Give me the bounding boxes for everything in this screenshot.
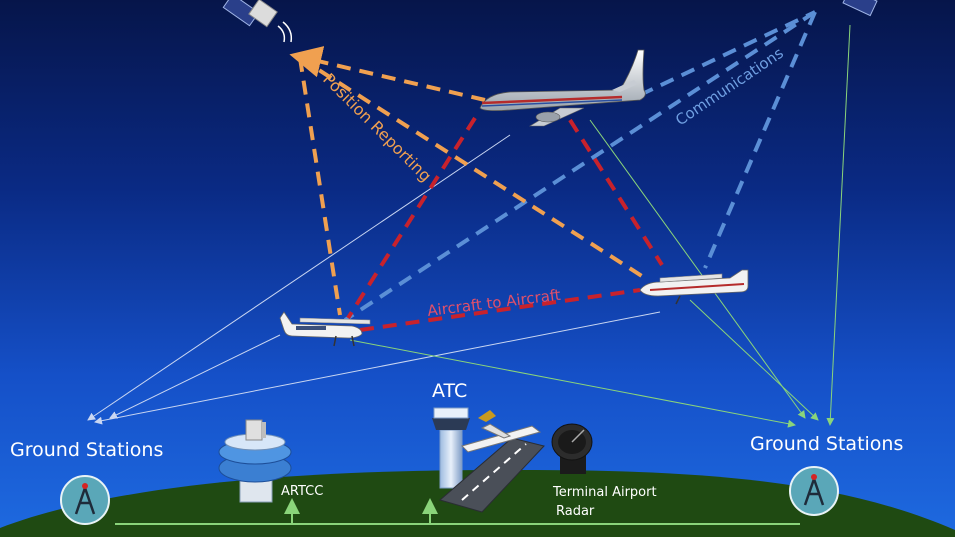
artcc-building-icon [218,419,292,503]
ground-station-links [87,24,851,428]
radar-dish-icon [551,423,593,474]
satellite-right-icon [842,0,878,17]
small-plane-left-icon [279,311,371,347]
aircraft-to-aircraft-label: Aircraft to Aircraft [426,286,561,320]
parked-jet-icon [461,410,542,453]
terminal-radar-label-line2: Radar [556,504,595,519]
atc-label: ATC [432,380,468,402]
atc-tower-icon [432,407,470,489]
ground-stations-right-label: Ground Stations [750,433,904,455]
communications-links [343,10,817,322]
communications-label: Communications [672,44,787,130]
runway-icon [438,437,545,513]
small-plane-right-icon [639,269,749,305]
airliner-icon [479,49,646,127]
artcc-label: ARTCC [281,484,324,499]
ground-station-right-icon [789,466,839,516]
ground-stations-left-label: Ground Stations [10,439,164,461]
aircraft-to-aircraft-links [346,116,664,332]
satellite-left-icon [222,0,293,43]
position-reporting-label: Position Reporting [319,69,435,185]
terminal-radar-label-line1: Terminal Airport [553,485,657,500]
ground-station-left-icon [60,475,110,525]
position-reporting-links [289,46,647,316]
